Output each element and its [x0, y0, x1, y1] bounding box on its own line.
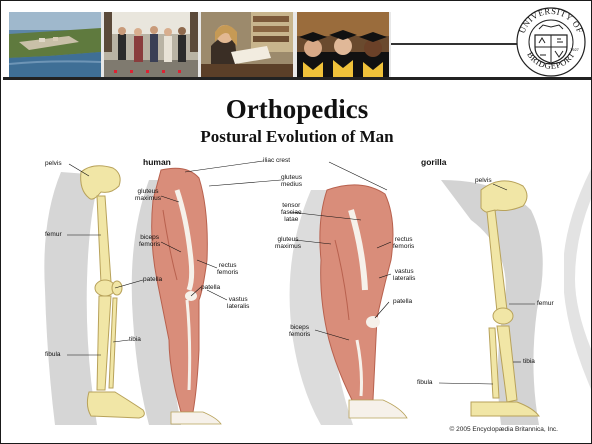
leg-anatomy-figure: human gorilla pelvis femur patella tibia… [31, 150, 564, 435]
graduates-photo [297, 12, 389, 77]
label-rectus-femoris-gorilla: rectusfemoris [393, 236, 414, 250]
student-reading-photo [201, 12, 293, 77]
label-biceps-femoris-gorilla: bicepsfemoris [289, 324, 310, 338]
label-tensor-fasciae-latae: tensorfasciaelatae [281, 202, 302, 223]
label-rectus-femoris-human: rectusfemoris [217, 262, 238, 276]
label-pelvis-human: pelvis [45, 160, 62, 167]
label-pelvis-gorilla: pelvis [475, 177, 492, 184]
header-connector-line [391, 43, 519, 45]
label-iliac-crest: iliac crest [263, 157, 290, 164]
slide-title: Orthopedics [1, 94, 592, 125]
label-vastus-lateralis-human: vastuslateralis [227, 296, 249, 310]
label-fibula-human: fibula [45, 351, 61, 358]
label-tibia-human: tibia [129, 336, 141, 343]
label-patella-human-muscle: patella [201, 284, 220, 291]
label-gluteus-medius: gluteusmedius [281, 174, 302, 188]
slide-subtitle: Postural Evolution of Man [1, 127, 592, 147]
label-gluteus-maximus-human: gluteusmaximus [135, 188, 161, 202]
seal-year: 1927 [570, 47, 580, 52]
label-femur-gorilla: femur [537, 300, 554, 307]
label-biceps-femoris-human: bicepsfemoris [139, 234, 160, 248]
gorilla-heading: gorilla [421, 157, 447, 167]
anatomy-illustration [31, 150, 564, 435]
label-tibia-gorilla: tibia [523, 358, 535, 365]
label-femur-human: femur [45, 231, 62, 238]
header-rule [3, 77, 591, 80]
label-patella-gorilla: patella [393, 298, 412, 305]
label-patella-human: patella [143, 276, 162, 283]
human-heading: human [143, 157, 171, 167]
copyright-notice: © 2005 Encyclopædia Britannica, Inc. [450, 426, 559, 433]
label-vastus-lateralis-gorilla: vastuslateralis [393, 268, 415, 282]
students-walking-photo [104, 12, 198, 77]
label-fibula-gorilla: fibula [417, 379, 433, 386]
campus-aerial-photo [9, 12, 101, 77]
label-gluteus-maximus-gorilla: gluteusmaximus [275, 236, 301, 250]
university-seal-logo: UNIVERSITY OF BRIDGEPORT 1927 [515, 5, 587, 79]
